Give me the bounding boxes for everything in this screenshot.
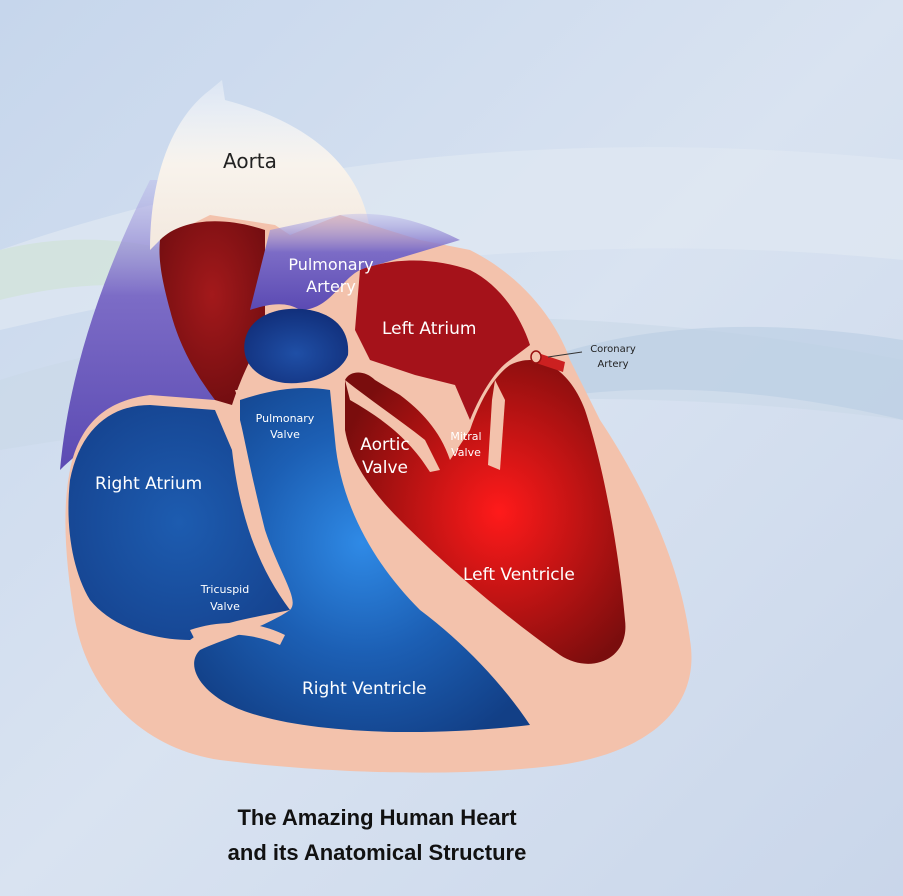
label-left-atrium: Left Atrium [382, 319, 476, 339]
label-aorta: Aorta [223, 149, 277, 173]
label-left-ventricle: Left Ventricle [463, 565, 575, 585]
caption-subtitle: and its Anatomical Structure [228, 840, 527, 865]
label-pulmonary-artery: Artery [306, 277, 356, 296]
label-coronary-artery: Artery [597, 359, 628, 370]
caption-title: The Amazing Human Heart [237, 805, 517, 830]
label-right-ventricle: Right Ventricle [302, 679, 427, 699]
label-coronary-artery: Coronary [590, 344, 636, 355]
label-mitral-valve: Valve [451, 446, 481, 459]
label-right-atrium: Right Atrium [95, 474, 202, 494]
pulmonary-valve-chamber [244, 309, 348, 384]
label-tricuspid-valve: Tricuspid [200, 583, 249, 596]
label-tricuspid-valve: Valve [210, 600, 240, 613]
label-aortic-valve: Valve [362, 458, 408, 478]
label-pulmonary-valve: Pulmonary [256, 412, 315, 425]
label-pulmonary-artery: Pulmonary [288, 255, 373, 274]
label-mitral-valve: Mitral [450, 430, 481, 443]
label-pulmonary-valve: Valve [270, 428, 300, 441]
label-aortic-valve: Aortic [360, 435, 409, 455]
